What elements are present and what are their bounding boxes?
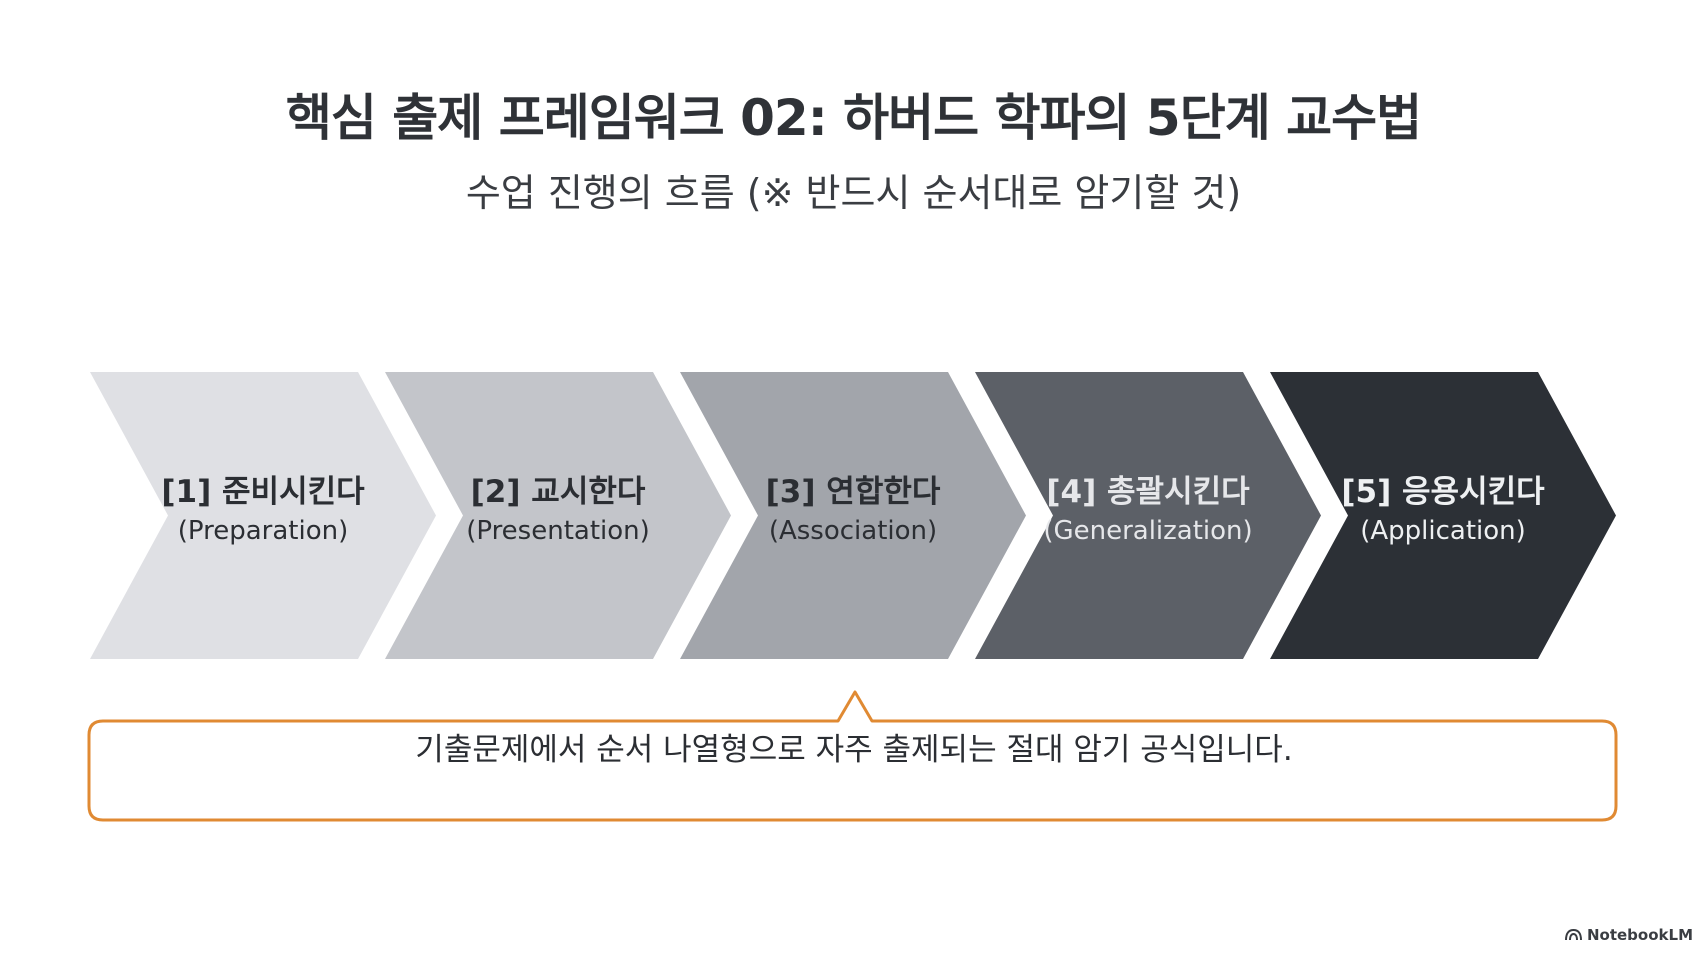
step-title: [3] 연합한다 [765, 474, 941, 510]
step-title: [1] 준비시킨다 [161, 474, 365, 510]
step-subtitle: (Association) [768, 516, 938, 546]
step-subtitle: (Generalization) [1043, 516, 1253, 546]
step-label-generalization: [4] 총괄시킨다 (Generalization) [1023, 472, 1273, 550]
step-label-presentation: [2] 교시한다 (Presentation) [433, 472, 683, 550]
step-title: [4] 총괄시킨다 [1046, 474, 1250, 510]
callout-text: 기출문제에서 순서 나열형으로 자주 출제되는 절대 암기 공식입니다. [415, 732, 1293, 768]
brand-watermark: NotebookLM [1564, 926, 1693, 944]
step-subtitle: (Presentation) [466, 516, 650, 546]
step-subtitle: (Application) [1360, 516, 1526, 546]
notebooklm-logo-icon [1564, 929, 1582, 941]
step-title: [5] 응용시킨다 [1341, 474, 1545, 510]
step-subtitle: (Preparation) [177, 516, 349, 546]
step-label-association: [3] 연합한다 (Association) [728, 472, 978, 550]
step-title: [2] 교시한다 [470, 474, 646, 510]
step-label-preparation: [1] 준비시킨다 (Preparation) [138, 472, 388, 550]
page-title: 핵심 출제 프레임워크 02: 하버드 학파의 5단계 교수법 [285, 89, 1422, 147]
step-label-application: [5] 응용시킨다 (Application) [1318, 472, 1568, 550]
brand-name: NotebookLM [1586, 926, 1693, 944]
page-subtitle: 수업 진행의 흐름 (※ 반드시 순서대로 암기할 것) [465, 171, 1242, 215]
